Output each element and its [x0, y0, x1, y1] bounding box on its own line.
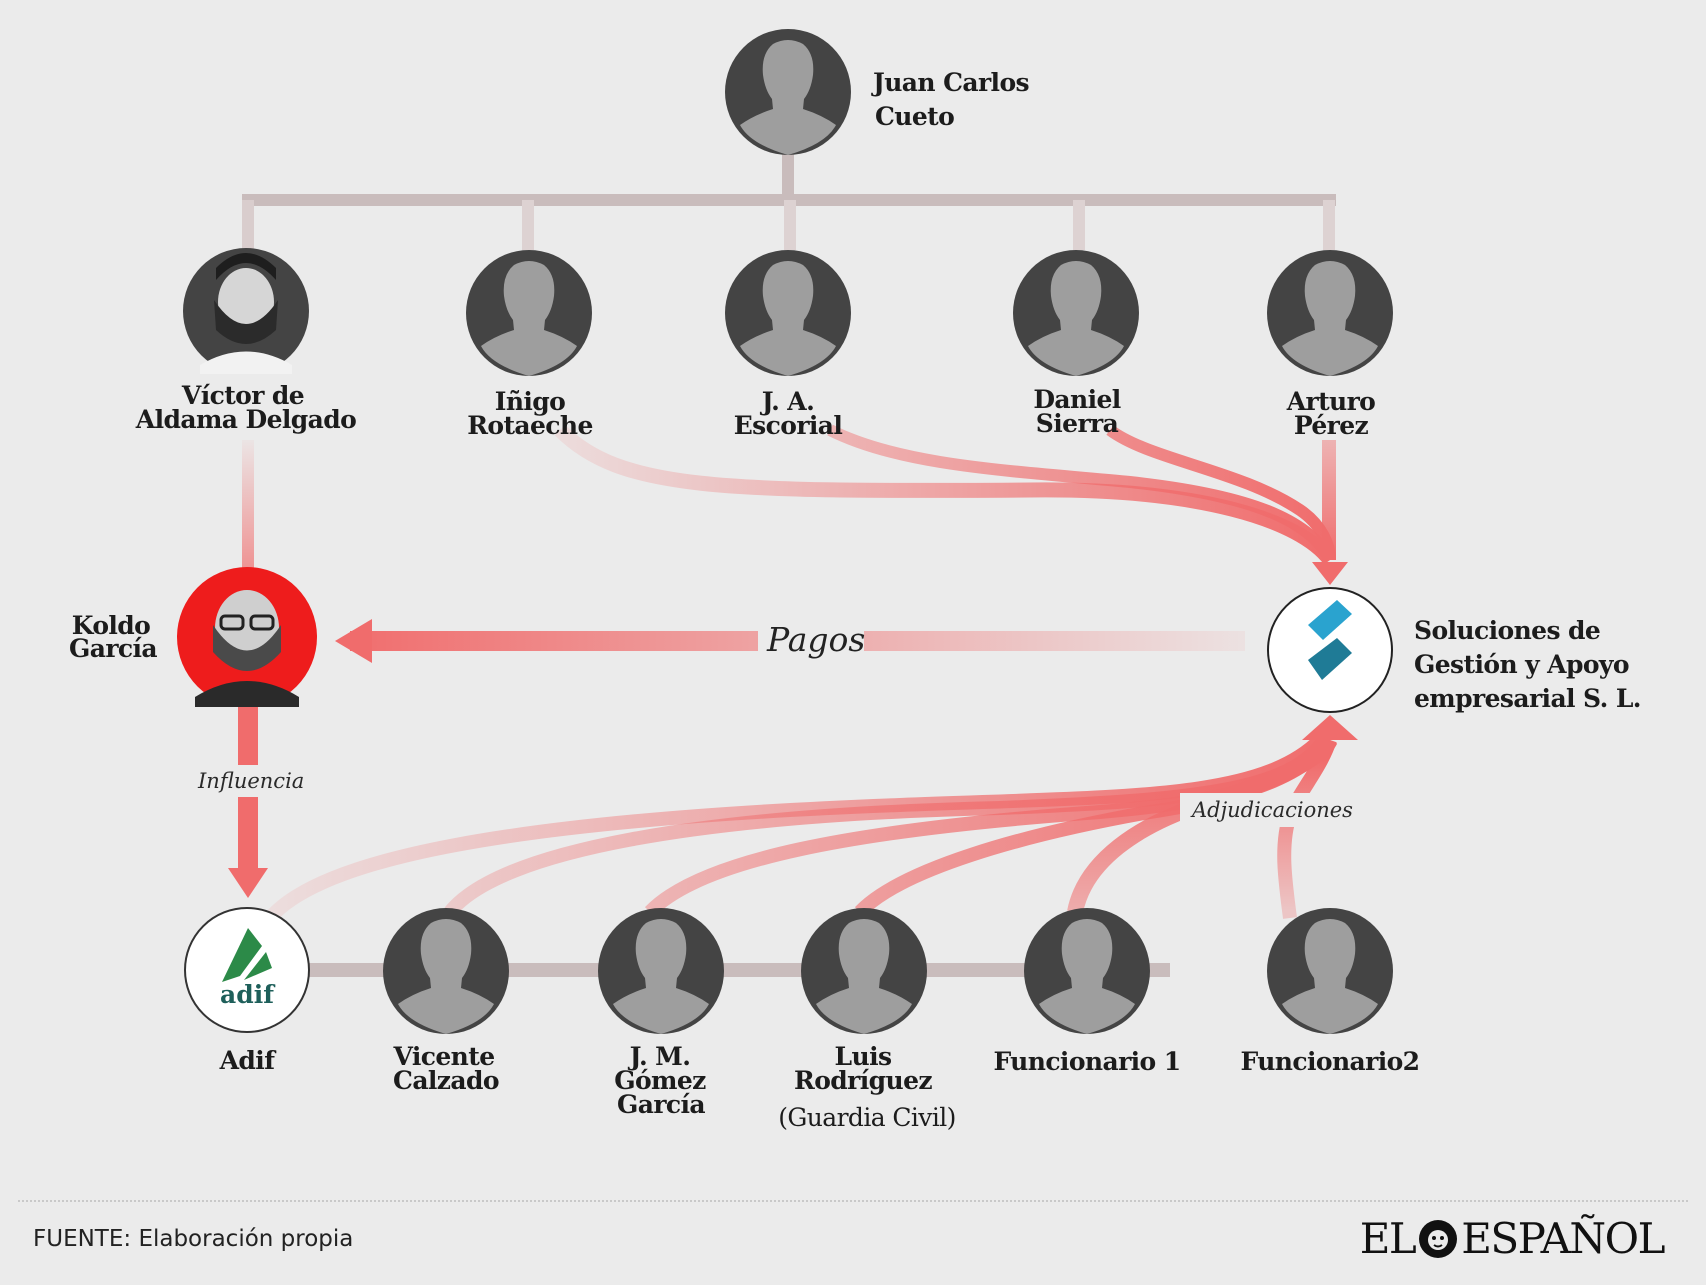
adif-logo: [184, 907, 310, 1033]
node-funcionario-2: Funcionario2: [1241, 908, 1420, 1076]
person-silhouette-icon: [1024, 908, 1150, 1034]
node-name-line2: Calzado: [393, 1066, 499, 1095]
node-ja-escorial: J. A. Escorial: [725, 250, 851, 440]
node-name-line2: Aldama Delgado: [135, 405, 356, 434]
node-jm-gomez-garcia: J. M. Gómez García: [598, 908, 724, 1119]
suit-shape: [195, 681, 299, 707]
footer-divider: [18, 1200, 1688, 1202]
node-name-line2: Gómez: [614, 1066, 706, 1095]
node-name-line1: Víctor de: [181, 381, 304, 410]
node-name-line2: Pérez: [1294, 411, 1369, 440]
node-name-line2: Rotaeche: [467, 411, 593, 440]
node-name-line1: Koldo: [72, 611, 151, 640]
node-name-line1: Iñigo: [495, 387, 566, 416]
pagos-label: Pagos: [766, 620, 865, 659]
node-name-line3: empresarial S. L.: [1414, 684, 1641, 713]
brand-text-left: EL: [1359, 1214, 1417, 1263]
node-funcionario-1: Funcionario 1: [993, 908, 1181, 1076]
hair-shape: [216, 253, 276, 280]
node-name-line1: Daniel: [1033, 385, 1120, 414]
node-name-line2: Cueto: [875, 102, 954, 131]
glasses-shape: [219, 614, 245, 631]
adif-logo-text: adif: [220, 980, 276, 1009]
company-out-arrowhead: [1302, 715, 1358, 740]
lion-icon: [1419, 1219, 1458, 1258]
beard-shape: [214, 300, 278, 344]
node-name-line1: Vicente: [392, 1042, 494, 1071]
node-inigo-rotaeche: Iñigo Rotaeche: [466, 250, 593, 440]
lower-flows: [264, 734, 1338, 923]
person-silhouette-icon: [598, 908, 724, 1034]
brand-logo: EL ESPAÑOL: [1359, 1214, 1666, 1263]
node-name-line1: Soluciones de: [1414, 616, 1600, 645]
company-in-arrowhead: [1312, 562, 1348, 585]
node-name-line3: (Guardia Civil): [778, 1103, 956, 1132]
glasses-shape-right: [249, 614, 275, 631]
node-name-line2: Sierra: [1036, 409, 1119, 438]
person-silhouette-icon: [725, 29, 851, 155]
adif-logo-leaf-right: [244, 952, 272, 980]
person-silhouette-icon: [466, 250, 592, 376]
node-name-line1: Funcionario2: [1241, 1047, 1420, 1076]
adif-logo-leaf: [222, 928, 262, 982]
node-victor-de-aldama: Víctor de Aldama Delgado: [135, 248, 357, 434]
node-arturo-perez: Arturo Pérez: [1267, 250, 1393, 440]
person-silhouette-icon: [1013, 250, 1139, 376]
source-note: FUENTE: Elaboración propia: [33, 1226, 354, 1252]
node-daniel-sierra: Daniel Sierra: [1013, 250, 1139, 438]
adjudicaciones-label-bg: [1180, 793, 1350, 827]
pagos-arrowhead: [335, 619, 372, 663]
node-name-line1: J. M.: [628, 1042, 691, 1071]
person-silhouette-icon: [1267, 250, 1393, 376]
pagos-label-bg: [758, 620, 864, 666]
shirt-shape: [200, 351, 292, 374]
node-name-line1: Adif: [219, 1046, 278, 1075]
beard-shape: [213, 625, 281, 671]
influencia-arrowhead: [228, 868, 268, 898]
face-shape: [218, 268, 274, 336]
person-silhouette-icon: [1267, 908, 1393, 1034]
node-company: Soluciones de Gestión y Apoyo empresaria…: [1267, 587, 1642, 713]
node-name-line2: Escorial: [734, 411, 843, 440]
node-name-line2: Rodríguez: [794, 1066, 932, 1095]
influencia-label-bg: [190, 765, 306, 797]
person-silhouette-icon: [725, 250, 851, 376]
node-name-line3: García: [617, 1090, 705, 1119]
node-name-line2: Gestión y Apoyo: [1414, 650, 1629, 679]
node-name-line2: García: [69, 634, 157, 663]
influencia-label: Influencia: [197, 769, 304, 793]
person-silhouette-icon: [383, 908, 509, 1034]
company-logo-shape-top: [1308, 600, 1352, 640]
node-name-line1: Funcionario 1: [993, 1047, 1180, 1076]
node-koldo-garcia: Koldo García: [69, 567, 317, 707]
person-silhouette-icon: [801, 908, 927, 1034]
node-name-line1: Arturo: [1286, 387, 1376, 416]
node-name-line1: Juan Carlos: [871, 68, 1030, 97]
company-logo-shape-bottom: [1308, 638, 1352, 680]
node-adif: adif Adif: [184, 907, 310, 1075]
node-name-line1: J. A.: [760, 387, 814, 416]
brand-text-right: ESPAÑOL: [1461, 1214, 1665, 1263]
adjudicaciones-label: Adjudicaciones: [1190, 798, 1353, 822]
node-vicente-calzado: Vicente Calzado: [383, 908, 509, 1095]
node-luis-rodriguez: Luis Rodríguez (Guardia Civil): [778, 908, 956, 1132]
node-juan-carlos-cueto: Juan Carlos Cueto: [725, 29, 1030, 155]
node-name-line1: Luis: [835, 1042, 892, 1071]
upper-flows: [554, 424, 1336, 565]
